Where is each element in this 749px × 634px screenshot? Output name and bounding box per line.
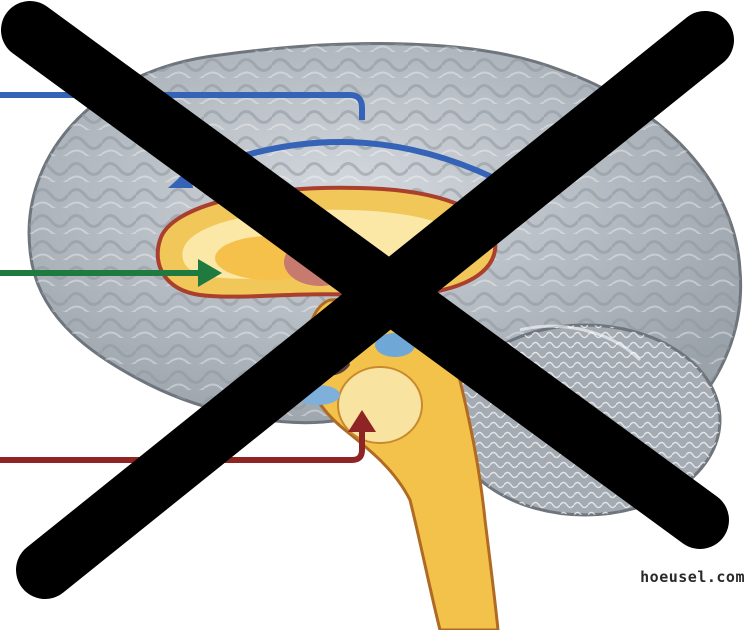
credit-text: hoeusel.com: [640, 568, 745, 586]
